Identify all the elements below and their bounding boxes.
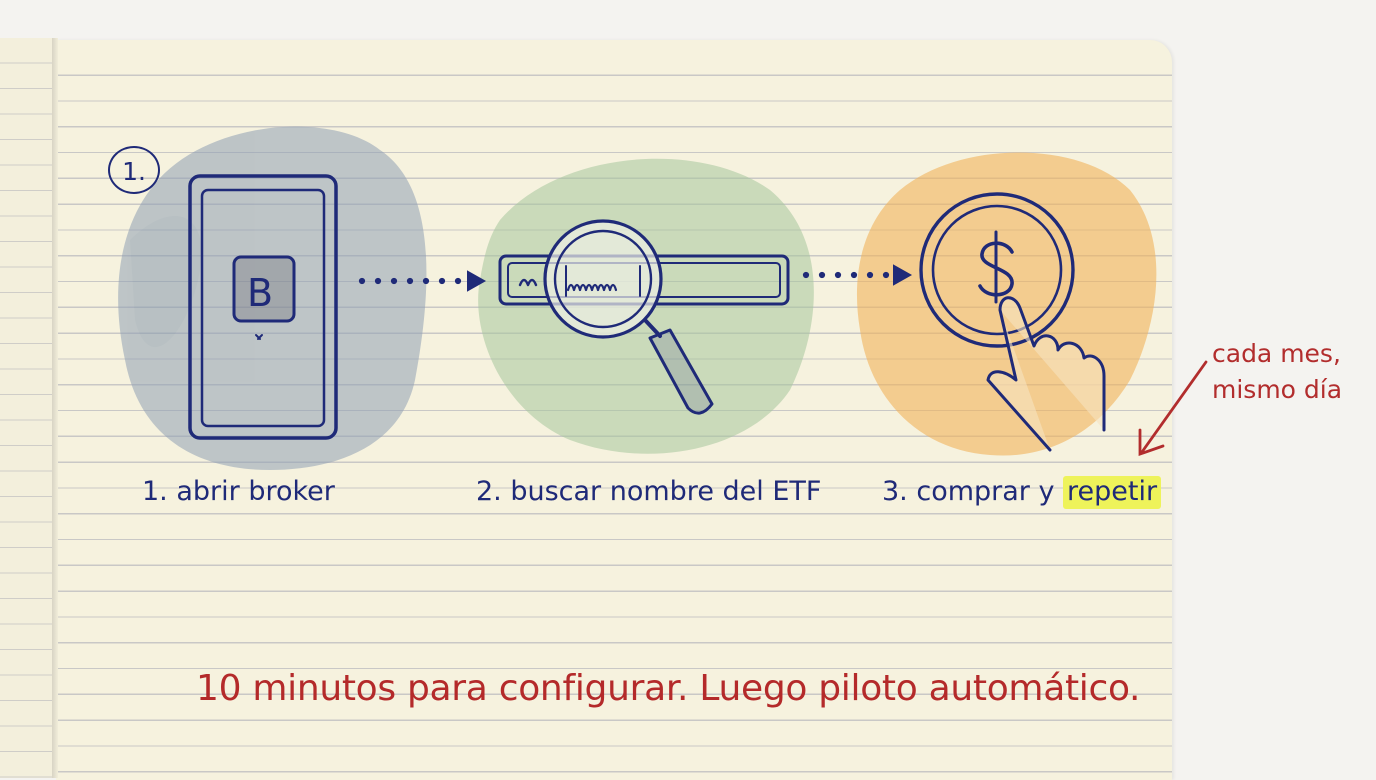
notebook-spine	[52, 38, 58, 778]
step-3-label-prefix: 3. comprar y	[882, 476, 1064, 507]
phone-broker-app-icon	[188, 174, 338, 440]
dollar-coin-tap-icon	[919, 192, 1106, 452]
margin-note-line-2: mismo día	[1212, 375, 1343, 404]
step-3-label: 3. comprar y repetir	[882, 476, 1162, 509]
step-2-label: 2. buscar nombre del ETF	[476, 476, 822, 507]
phone-app-letter: B	[247, 271, 273, 315]
dotted-arrow-2	[802, 264, 913, 286]
margin-note-line-1: cada mes,	[1212, 339, 1341, 368]
step-1-label: 1. abrir broker	[142, 476, 335, 507]
tagline: 10 minutos para configurar. Luego piloto…	[196, 668, 1141, 709]
note-arrow	[1138, 360, 1208, 456]
watercolor-wash-blue	[118, 126, 427, 470]
step-number-badge: 1.	[108, 146, 160, 194]
step-3-label-highlight: repetir	[1063, 476, 1162, 509]
margin-note: cada mes, mismo día	[1212, 336, 1342, 408]
dotted-arrow-1	[358, 270, 487, 292]
notebook-left-page	[0, 38, 57, 778]
search-bar-magnifier-icon	[498, 219, 790, 415]
